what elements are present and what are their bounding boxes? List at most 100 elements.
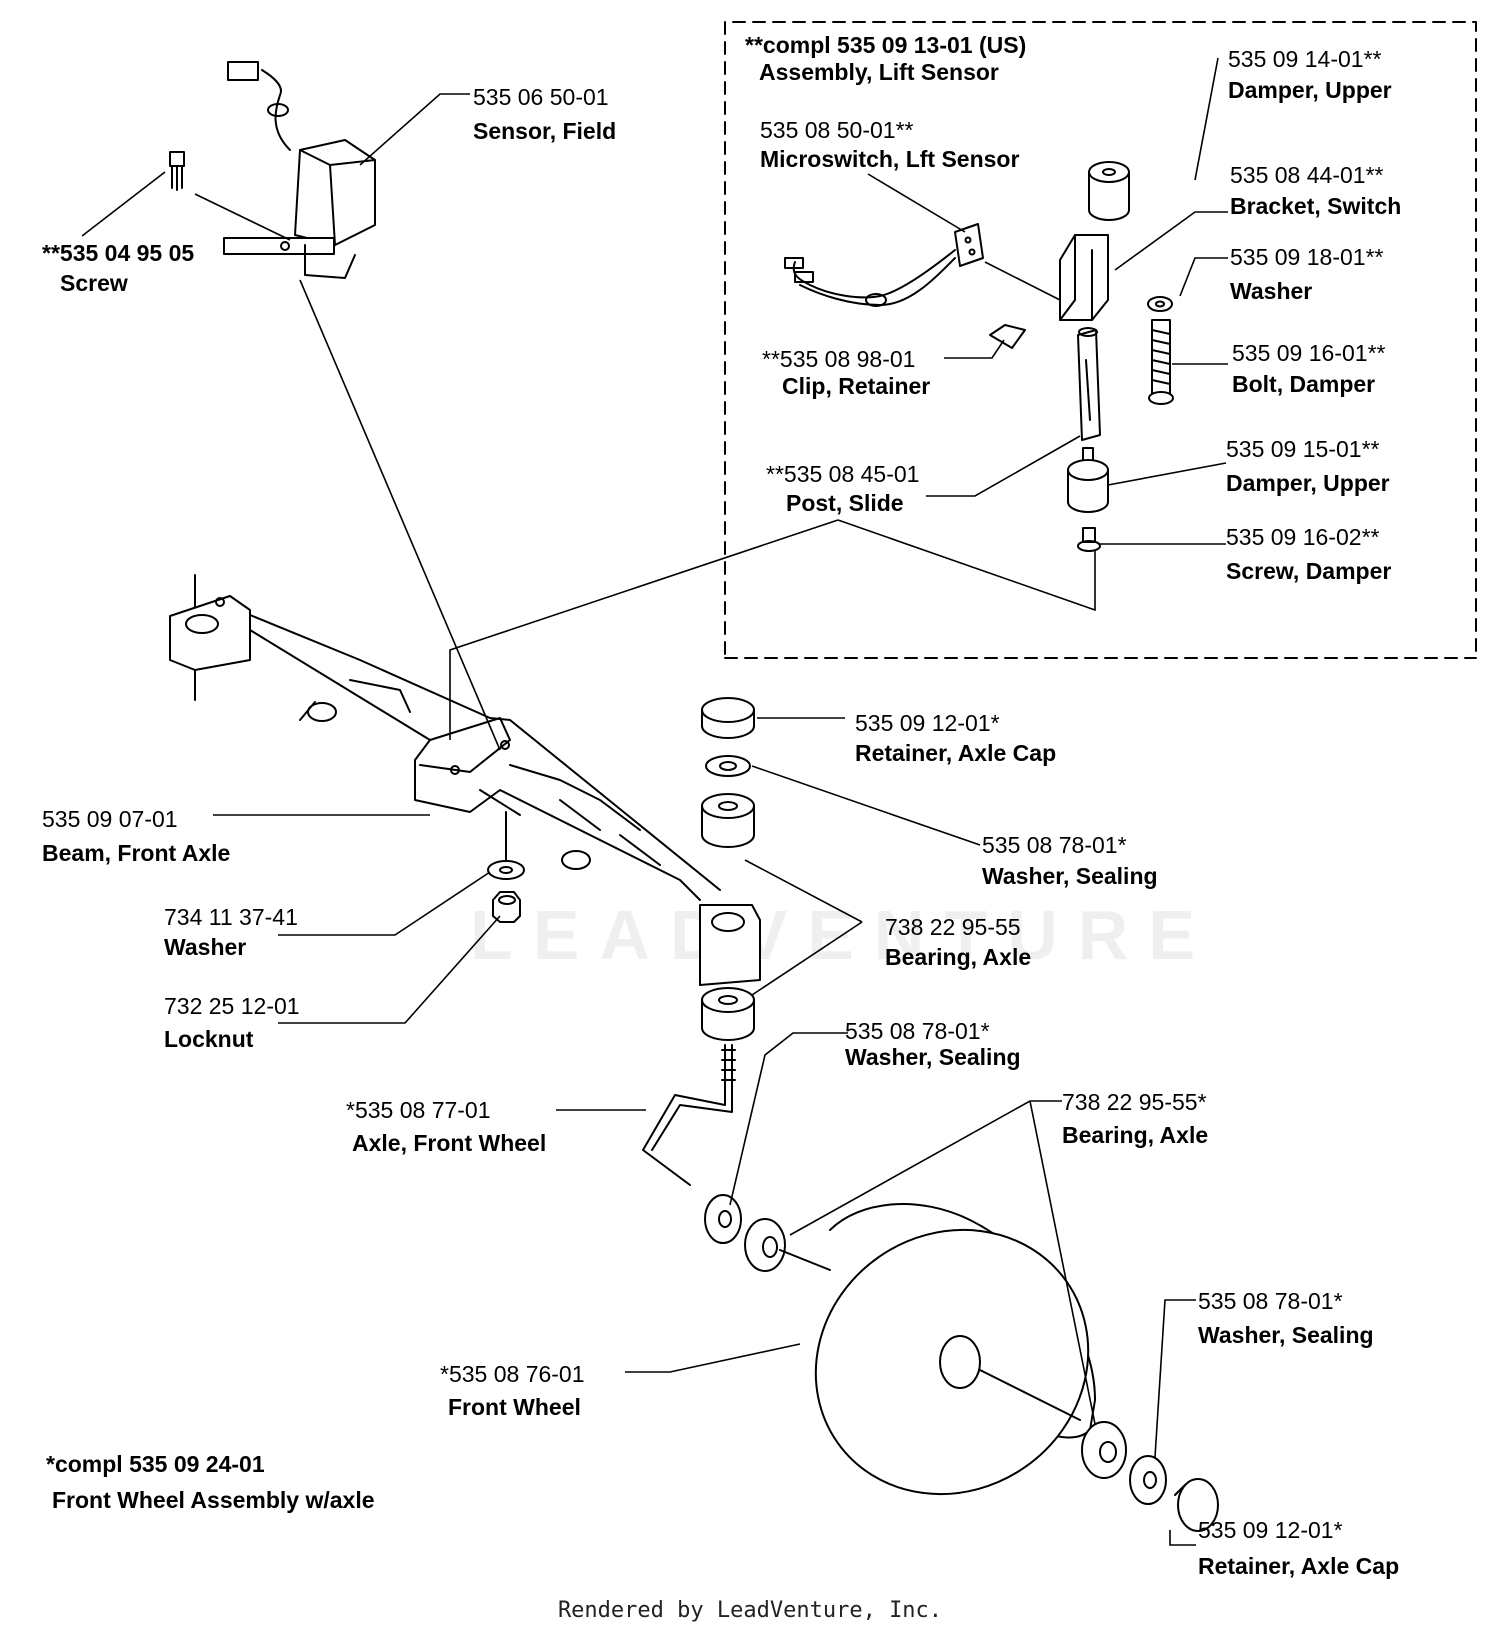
bearing-axle-top-part (701, 793, 755, 848)
part-number: 535 09 14-01** (1228, 46, 1382, 72)
part-number: 535 06 50-01 (473, 84, 609, 110)
part-number: 535 09 12-01* (1198, 1517, 1343, 1543)
washer-sealing-mid-part (704, 1194, 742, 1244)
kit-lift-sensor-label: **compl 535 09 13-01 (US) Assembly, Lift… (745, 32, 1026, 86)
part-name: Damper, Upper (1226, 470, 1390, 496)
part-name: Screw, Damper (1226, 558, 1392, 584)
part-name: Bolt, Damper (1232, 371, 1376, 397)
retainer-cap-bottom-part (1174, 1478, 1219, 1532)
label-washer-734: 734 11 37-41 Washer (164, 902, 298, 962)
label-clip-retainer: **535 08 98-01 Clip, Retainer (762, 346, 930, 400)
kit-lift-sensor-code: **compl 535 09 13-01 (US) (745, 32, 1027, 58)
part-name: Washer, Sealing (1198, 1322, 1374, 1348)
part-name: Damper, Upper (1228, 77, 1392, 103)
screw-damper-part (1077, 527, 1101, 552)
part-number: 535 09 07-01 (42, 806, 178, 832)
part-number: *535 08 77-01 (346, 1097, 491, 1123)
leader-lines (81, 57, 1228, 1546)
part-number: 535 08 78-01* (845, 1018, 990, 1044)
label-post-slide: **535 08 45-01 Post, Slide (766, 460, 919, 518)
label-bolt-damper: 535 09 16-01** Bolt, Damper (1232, 338, 1385, 400)
part-name: Washer, Sealing (982, 863, 1158, 889)
post-slide-part (1077, 327, 1101, 441)
label-sensor-field: 535 06 50-01 Sensor, Field (473, 80, 616, 148)
washer-sealing-right-part (1129, 1455, 1167, 1505)
part-name: Beam, Front Axle (42, 840, 231, 866)
part-number: 535 09 16-01** (1232, 340, 1386, 366)
beam-front-axle-part (169, 574, 761, 986)
label-washer-sealing-top: 535 08 78-01* Washer, Sealing (982, 830, 1158, 892)
screw-part (169, 151, 185, 191)
part-number: **535 08 98-01 (762, 346, 916, 372)
part-name: Bearing, Axle (1062, 1122, 1209, 1148)
part-name: Bearing, Axle (885, 944, 1032, 970)
part-name: Retainer, Axle Cap (855, 740, 1057, 766)
part-name: Screw (60, 270, 128, 296)
part-name: Washer (1230, 278, 1313, 304)
part-number: 535 09 12-01* (855, 710, 1000, 736)
label-washer-sealing-mid: 535 08 78-01* Washer, Sealing (845, 1018, 1021, 1070)
lift-sensor-kit-box (724, 21, 1477, 659)
label-retainer-cap-top: 535 09 12-01* Retainer, Axle Cap (855, 708, 1056, 768)
bearing-axle-wheel-right-part (1081, 1421, 1127, 1479)
part-name: Axle, Front Wheel (352, 1130, 547, 1156)
part-number: 535 08 78-01* (1198, 1288, 1343, 1314)
label-locknut: 732 25 12-01 Locknut (164, 990, 300, 1056)
part-number: 535 08 50-01** (760, 117, 914, 143)
microswitch-part (784, 223, 984, 307)
kit-front-wheel-name: Front Wheel Assembly w/axle (52, 1487, 375, 1513)
kit-front-wheel-label: *compl 535 09 24-01 Front Wheel Assembly… (46, 1446, 375, 1518)
part-name: Bracket, Switch (1230, 193, 1402, 219)
washer-sealing-top-part (705, 755, 751, 777)
part-number: *535 08 76-01 (440, 1361, 585, 1387)
part-number: 738 22 95-55* (1062, 1089, 1207, 1115)
label-front-wheel: *535 08 76-01 Front Wheel (440, 1358, 585, 1424)
part-number: 535 09 18-01** (1230, 244, 1384, 270)
washer-734-part (487, 860, 525, 880)
label-screw-damper: 535 09 16-02** Screw, Damper (1226, 520, 1391, 588)
axle-front-wheel-part (642, 1044, 736, 1186)
part-name: Locknut (164, 1026, 254, 1052)
label-damper-upper-lower: 535 09 15-01** Damper, Upper (1226, 432, 1390, 500)
label-damper-upper-top: 535 09 14-01** Damper, Upper (1228, 44, 1392, 106)
part-name: Washer, Sealing (845, 1044, 1021, 1070)
part-name: Retainer, Axle Cap (1198, 1553, 1400, 1579)
bracket-switch-part (1059, 234, 1109, 321)
footer-credit: Rendered by LeadVenture, Inc. (557, 1598, 943, 1623)
label-axle-front-wheel: *535 08 77-01 Axle, Front Wheel (346, 1094, 546, 1160)
label-bearing-axle-wheel: 738 22 95-55* Bearing, Axle (1062, 1086, 1208, 1152)
locknut-part (492, 891, 521, 923)
label-bearing-axle-top: 738 22 95-55 Bearing, Axle (885, 912, 1031, 972)
part-number: 535 09 16-02** (1226, 524, 1380, 550)
damper-upper-lower-part (1067, 447, 1109, 513)
damper-upper-top-part (1088, 161, 1130, 221)
label-microswitch: 535 08 50-01** Microswitch, Lft Sensor (760, 116, 1019, 174)
part-name: Front Wheel (448, 1394, 581, 1420)
bolt-damper-part (1148, 319, 1174, 405)
part-number: 732 25 12-01 (164, 993, 300, 1019)
bearing-axle-wheel-left-part (744, 1218, 786, 1272)
watermark: LEADVENTURE (470, 896, 1216, 974)
part-name: Clip, Retainer (782, 373, 931, 399)
retainer-cap-top-part (701, 697, 755, 739)
part-number: 535 09 15-01** (1226, 436, 1380, 462)
label-retainer-cap-bottom: 535 09 12-01* Retainer, Axle Cap (1198, 1512, 1399, 1584)
field-sensor-part (223, 61, 376, 279)
part-number: 535 08 44-01** (1230, 162, 1384, 188)
label-washer-sealing-right: 535 08 78-01* Washer, Sealing (1198, 1284, 1374, 1352)
front-wheel-part (779, 1203, 1096, 1496)
part-number: 535 08 78-01* (982, 832, 1127, 858)
part-name: Post, Slide (786, 490, 904, 516)
part-number: **535 08 45-01 (766, 461, 920, 487)
label-beam-front-axle: 535 09 07-01 Beam, Front Axle (42, 802, 230, 870)
part-number: 734 11 37-41 (164, 904, 298, 930)
kit-front-wheel-code: *compl 535 09 24-01 (46, 1451, 265, 1477)
label-washer-sensor: 535 09 18-01** Washer (1230, 240, 1383, 308)
part-number: **535 04 95 05 (42, 240, 195, 266)
part-name: Sensor, Field (473, 118, 617, 144)
bearing-axle-lower-part (701, 987, 755, 1041)
clip-retainer-part (989, 324, 1026, 349)
label-bracket-switch: 535 08 44-01** Bracket, Switch (1230, 160, 1401, 222)
label-screw: **535 04 95 05 Screw (42, 238, 194, 298)
